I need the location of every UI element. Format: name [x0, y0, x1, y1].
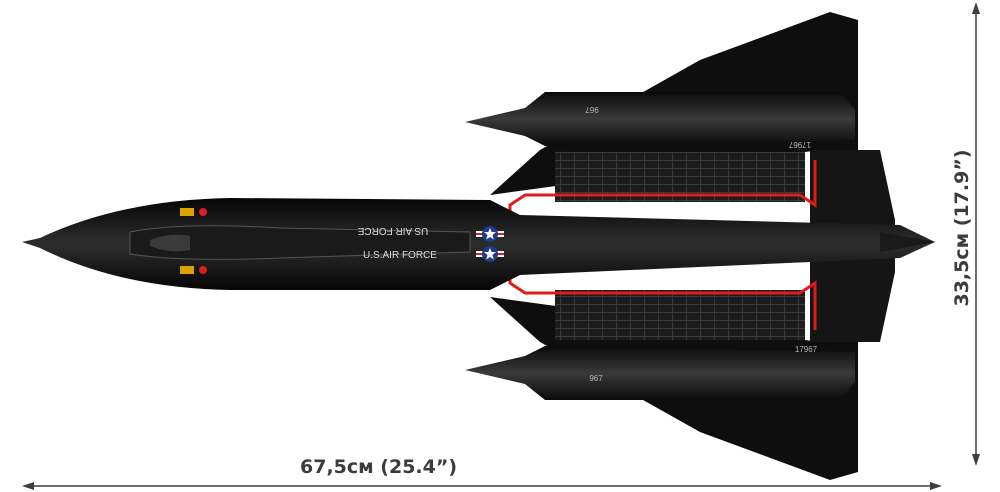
- tail-cone: [880, 232, 935, 252]
- air-force-text-lower: U.S.AIR FORCE: [363, 250, 437, 261]
- nose-decal-top: [180, 208, 207, 216]
- fuselage: [22, 198, 935, 290]
- nacelle-bottom: [465, 346, 855, 400]
- height-dimension-label: 33,5см (17.9”): [951, 149, 973, 307]
- roundel-top: [476, 226, 504, 242]
- air-force-text-upper: US AIR FORCE: [357, 225, 428, 236]
- nacelle-number-bottom: 967: [589, 374, 603, 383]
- red-stripe-bottom: [508, 268, 817, 330]
- width-dimension-line: [22, 482, 942, 490]
- width-dimension-label: 67,5см (25.4”): [300, 456, 458, 478]
- nose-decal-bottom: [180, 266, 207, 274]
- cockpit-canopy: [150, 234, 190, 252]
- tail-number-bottom: 17967: [795, 345, 818, 354]
- red-stripe-top: [508, 160, 817, 220]
- tail-number-top: 17967: [788, 140, 811, 149]
- roundel-bottom: [476, 246, 504, 262]
- height-dimension-line: [972, 2, 980, 466]
- nacelle-number-top: 967: [585, 105, 599, 114]
- nacelle-top: [465, 92, 855, 146]
- wing-panel-bottom: [555, 290, 805, 340]
